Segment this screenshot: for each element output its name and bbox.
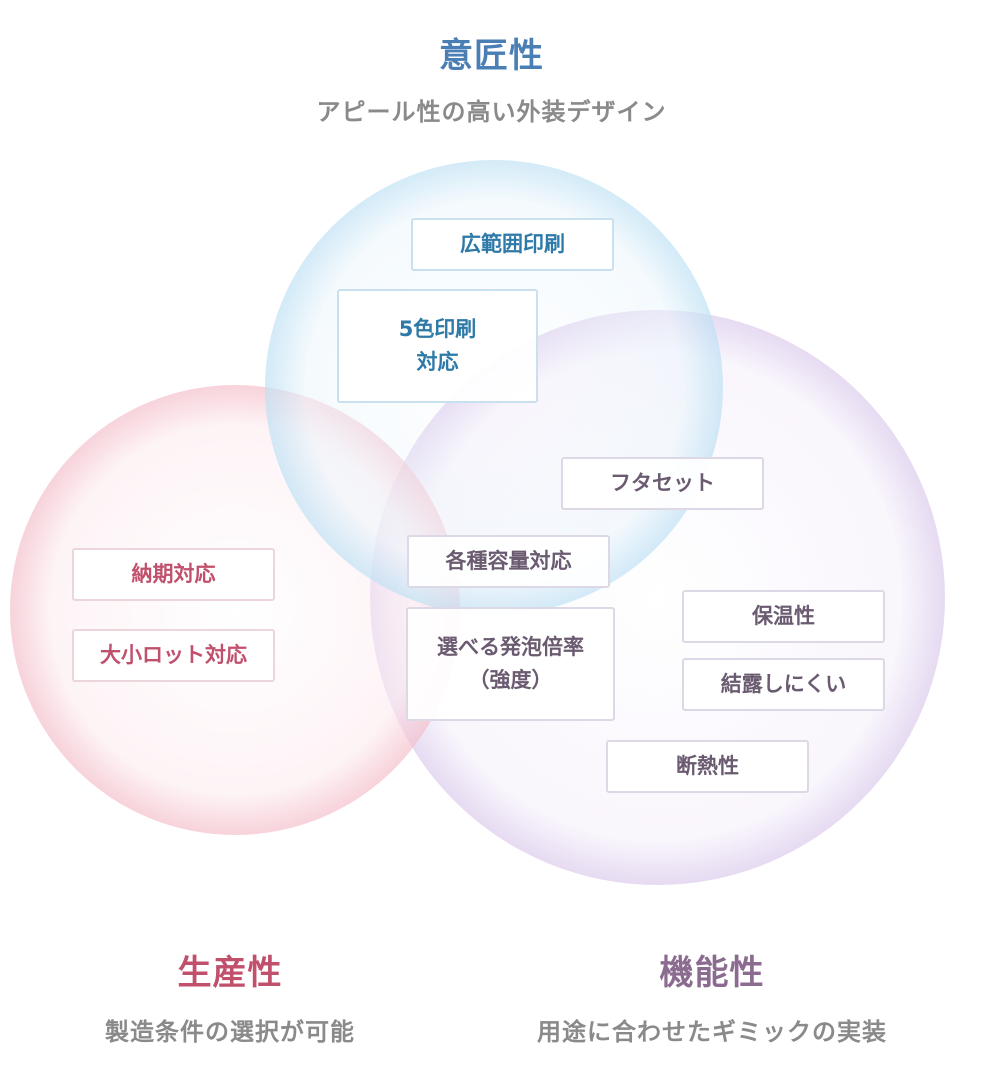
item-lot-size: 大小ロット対応 — [72, 629, 275, 682]
design-title: 意匠性 — [439, 36, 544, 76]
production-title: 生産性 — [177, 953, 283, 993]
item-expansion-ratio: 選べる発泡倍率 （強度） — [406, 607, 615, 721]
function-subtitle: 用途に合わせたギミックの実装 — [537, 1018, 887, 1046]
function-title: 機能性 — [659, 953, 765, 993]
production-subtitle: 製造条件の選択が可能 — [105, 1018, 355, 1046]
item-anti-condensation: 結露しにくい — [682, 658, 885, 711]
item-heat-retention: 保温性 — [682, 590, 885, 643]
item-delivery-date: 納期対応 — [72, 548, 275, 601]
item-insulation: 断熱性 — [606, 740, 809, 793]
item-wide-range-printing: 広範囲印刷 — [411, 218, 614, 271]
item-five-color-printing: 5色印刷 対応 — [337, 289, 538, 403]
design-subtitle: アピール性の高い外装デザイン — [316, 98, 667, 126]
item-various-capacities: 各種容量対応 — [407, 535, 610, 588]
item-lid-set: フタセット — [561, 457, 764, 510]
